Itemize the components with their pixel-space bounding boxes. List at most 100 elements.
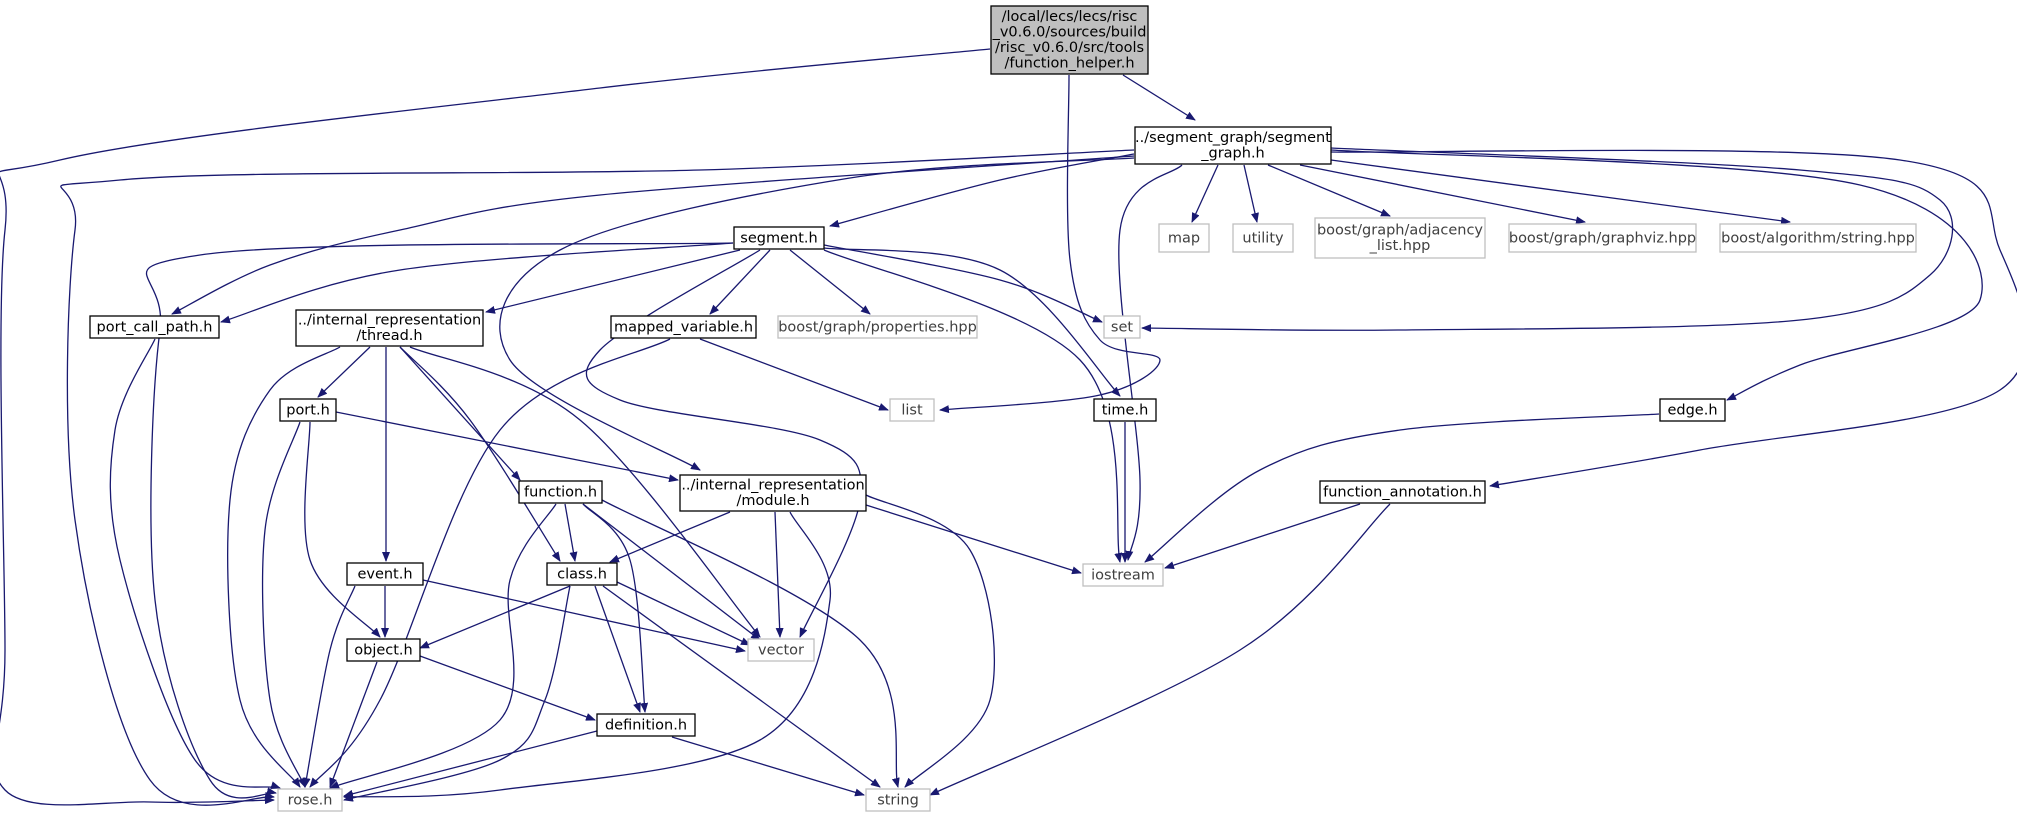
node-label: boost/graph/adjacency bbox=[1317, 223, 1483, 239]
edge-port-to-object bbox=[304, 421, 381, 638]
edge-segment-graph-to-edge bbox=[1330, 149, 1983, 401]
node-rose: rose.h bbox=[277, 788, 343, 812]
edge-module-to-class bbox=[609, 511, 731, 563]
node-graphviz: boost/graph/graphviz.hpp bbox=[1508, 223, 1697, 253]
edge-function-to-vector bbox=[582, 503, 761, 641]
edge-segment-to-rose bbox=[145, 242, 734, 799]
node-port[interactable]: port.h bbox=[279, 398, 337, 422]
edge-event-to-vector bbox=[422, 579, 746, 653]
node-label: class.h bbox=[557, 566, 607, 582]
edge-class-to-rose bbox=[343, 585, 571, 802]
node-box bbox=[89, 315, 220, 339]
edge-port-to-module bbox=[335, 411, 679, 483]
node-definition[interactable]: definition.h bbox=[596, 713, 696, 737]
node-label: time.h bbox=[1102, 402, 1149, 418]
node-box bbox=[346, 638, 421, 662]
node-function-helper[interactable]: /local/lecs/lecs/risc_v0.6.0/sources/bui… bbox=[990, 5, 1149, 75]
node-time[interactable]: time.h bbox=[1093, 398, 1157, 422]
node-object[interactable]: object.h bbox=[346, 638, 421, 662]
node-box bbox=[1232, 223, 1294, 253]
node-box bbox=[277, 788, 343, 812]
edge-segment-to-mapped-variable bbox=[709, 249, 771, 315]
node-box bbox=[518, 480, 603, 504]
node-module[interactable]: ../internal_representation/module.h bbox=[679, 474, 867, 512]
edge-layer bbox=[0, 48, 2017, 806]
edge-definition-to-string bbox=[671, 736, 865, 797]
edge-segment-graph-to-graphviz bbox=[1299, 164, 1586, 225]
edge-segment-graph-to-module bbox=[499, 157, 1135, 471]
node-event[interactable]: event.h bbox=[346, 562, 424, 586]
edge-function-helper-to-rose bbox=[0, 48, 991, 806]
edge-class-to-object bbox=[419, 585, 571, 649]
edge-segment-to-time bbox=[823, 247, 1121, 397]
edge-segment-graph-to-algo-string bbox=[1330, 159, 1791, 225]
node-box bbox=[990, 5, 1149, 75]
edge-mapped-variable-to-list bbox=[699, 338, 889, 411]
edge-port-call-path-to-rose bbox=[109, 338, 281, 789]
node-box bbox=[1134, 126, 1332, 165]
edge-segment-graph-to-port-call-path bbox=[171, 155, 1135, 315]
node-label: segment.h bbox=[740, 230, 817, 246]
node-vector: vector bbox=[747, 638, 815, 662]
edge-segment-to-iostream bbox=[823, 249, 1123, 563]
node-edge[interactable]: edge.h bbox=[1659, 398, 1726, 422]
node-port-call-path[interactable]: port_call_path.h bbox=[89, 315, 220, 339]
node-label: object.h bbox=[354, 642, 412, 658]
node-mapped-variable[interactable]: mapped_variable.h bbox=[610, 315, 757, 339]
node-thread[interactable]: ../internal_representation/thread.h bbox=[295, 309, 484, 347]
edge-port-to-rose bbox=[261, 421, 306, 788]
edge-thread-to-vector bbox=[409, 346, 761, 638]
edge-module-to-vector bbox=[774, 511, 784, 638]
node-label: /function_helper.h bbox=[1004, 56, 1134, 72]
edge-segment-graph-to-utility bbox=[1243, 164, 1259, 223]
edge-class-to-string bbox=[602, 585, 881, 788]
edge-mapped-variable-to-rose bbox=[309, 338, 671, 788]
edge-function-to-class bbox=[564, 503, 578, 562]
node-function[interactable]: function.h bbox=[518, 480, 603, 504]
node-label: _v0.6.0/sources/build bbox=[992, 25, 1147, 41]
node-class[interactable]: class.h bbox=[546, 562, 618, 586]
node-box bbox=[889, 398, 935, 422]
edge-thread-to-class bbox=[399, 346, 561, 562]
node-label: event.h bbox=[357, 566, 412, 582]
node-box bbox=[610, 315, 757, 339]
edge-segment-to-properties bbox=[789, 249, 871, 315]
node-set: set bbox=[1103, 315, 1141, 339]
node-label: _list.hpp bbox=[1369, 238, 1431, 254]
edge-segment-to-port-call-path bbox=[220, 242, 734, 324]
edge-class-to-definition bbox=[594, 585, 641, 713]
edge-module-to-iostream bbox=[865, 504, 1082, 575]
node-box bbox=[279, 398, 337, 422]
node-iostream: iostream bbox=[1082, 563, 1164, 587]
node-label: ../internal_representation bbox=[298, 313, 481, 329]
edge-object-to-rose bbox=[329, 661, 378, 788]
node-function-annotation[interactable]: function_annotation.h bbox=[1319, 480, 1486, 504]
node-box bbox=[733, 226, 825, 250]
edge-definition-to-rose bbox=[343, 730, 598, 798]
node-properties: boost/graph/properties.hpp bbox=[777, 315, 978, 339]
node-box bbox=[1659, 398, 1726, 422]
edge-segment-graph-to-map bbox=[1191, 164, 1219, 223]
node-label: ../segment_graph/segment bbox=[1135, 130, 1331, 146]
edge-segment-graph-to-adjacency bbox=[1267, 164, 1391, 217]
edge-segment-graph-to-set bbox=[1141, 147, 1954, 333]
node-label: boost/algorithm/string.hpp bbox=[1721, 230, 1915, 246]
edge-segment-to-thread bbox=[485, 249, 741, 314]
node-box bbox=[679, 474, 867, 512]
node-label: edge.h bbox=[1667, 402, 1717, 418]
node-label: string bbox=[877, 792, 919, 808]
edge-segment-graph-to-iostream bbox=[1118, 164, 1183, 561]
edge-edge-to-iostream bbox=[1144, 413, 1660, 563]
node-segment-graph[interactable]: ../segment_graph/segment_graph.h bbox=[1134, 126, 1332, 165]
edge-thread-to-rose bbox=[227, 346, 341, 788]
node-box bbox=[1082, 563, 1164, 587]
node-label: _graph.h bbox=[1200, 146, 1265, 162]
node-adjacency: boost/graph/adjacency_list.hpp bbox=[1314, 217, 1486, 259]
node-label: map bbox=[1168, 230, 1200, 246]
node-label: /local/lecs/lecs/risc bbox=[1002, 9, 1138, 25]
node-list: list bbox=[889, 398, 935, 422]
edge-segment-graph-to-rose bbox=[60, 149, 1135, 806]
node-segment[interactable]: segment.h bbox=[733, 226, 825, 250]
node-box bbox=[1314, 217, 1486, 259]
